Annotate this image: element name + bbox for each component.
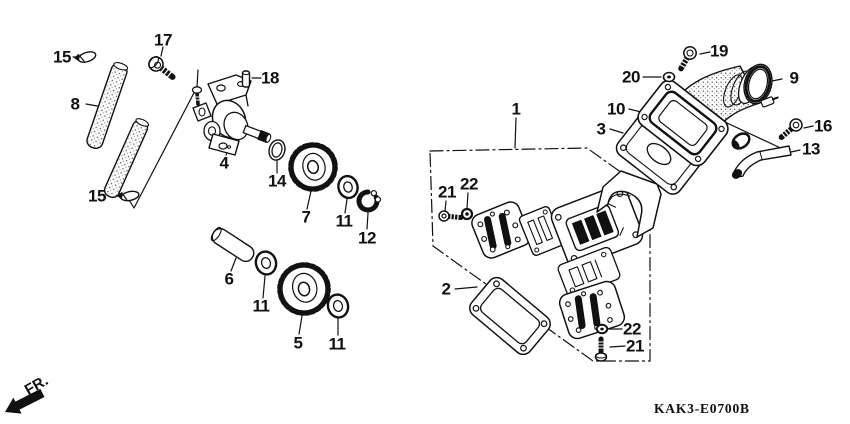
- o-ring: [268, 139, 286, 161]
- tube-clip-bolt: [778, 118, 803, 140]
- part-label-4: 4: [219, 153, 229, 173]
- oil-tube-clip-lower: [117, 190, 140, 202]
- part-label-3: 3: [596, 119, 606, 139]
- oil-pump: [191, 74, 272, 156]
- reed-stopper-block-right: [558, 280, 626, 340]
- diagram-code: KAK3-E0700B: [654, 401, 750, 416]
- reed-valve-gasket: [469, 276, 551, 356]
- part-label-10: 10: [607, 99, 625, 119]
- inlet-pipe-bolt: [678, 46, 697, 72]
- pump-mounting-bolt: [148, 55, 176, 80]
- part-label-14: 14: [268, 171, 286, 191]
- part-label-21-upper: 21: [438, 182, 456, 202]
- reed-valve-washer-upper: [460, 207, 474, 221]
- part-label-22-lower: 22: [623, 319, 641, 339]
- reed-valve-screw-upper: [438, 210, 464, 222]
- front-direction-arrow: [5, 388, 45, 414]
- part-label-6: 6: [224, 269, 234, 289]
- idle-gear-shaft: [210, 226, 255, 263]
- part-label-16: 16: [814, 116, 832, 136]
- part-label-2: 2: [441, 279, 451, 299]
- part-label-18: 18: [261, 68, 279, 88]
- reed-stopper-guide: [596, 170, 662, 238]
- part-label-12: 12: [358, 228, 376, 248]
- oil-tube: [86, 62, 150, 199]
- thrust-washer-a: [337, 174, 359, 200]
- part-label-17: 17: [154, 30, 172, 50]
- inlet-pipe-washer: [662, 71, 676, 83]
- reed-valve-screw-lower: [594, 336, 608, 362]
- tube-clamp: [743, 63, 779, 108]
- part-label-11-b: 11: [252, 296, 270, 316]
- part-label-15-lower: 15: [88, 186, 106, 206]
- pump-tube-assembly-line: [127, 69, 199, 209]
- part-label-20: 20: [622, 67, 640, 87]
- part-label-15-upper: 15: [53, 47, 71, 67]
- reed-stopper-block-left: [471, 201, 531, 259]
- part-label-11-a: 11: [335, 211, 353, 231]
- tube-clip: [731, 132, 792, 179]
- part-label-9: 9: [789, 68, 799, 88]
- idle-gear: [277, 262, 331, 316]
- part-label-19: 19: [710, 41, 728, 61]
- part-label-8: 8: [70, 94, 80, 114]
- part-label-11-c: 11: [328, 334, 346, 354]
- oil-tube-clip-upper: [74, 51, 97, 63]
- dowel-pin: [241, 70, 251, 88]
- thrust-washer-b: [254, 250, 278, 276]
- circlip: [356, 189, 382, 213]
- oil-pump-gear: [288, 142, 338, 192]
- part-label-21-lower: 21: [626, 336, 644, 356]
- thrust-washer-c: [326, 293, 350, 319]
- reed-valve-washer-lower: [595, 323, 609, 335]
- part-label-5: 5: [293, 333, 303, 353]
- part-label-1: 1: [511, 99, 521, 119]
- reed-valve-body: [550, 184, 644, 268]
- reed-valve-set-enclosure: [429, 147, 651, 362]
- part-label-22-upper: 22: [460, 174, 478, 194]
- part-label-13: 13: [802, 139, 820, 159]
- inlet-pipe: [637, 65, 763, 167]
- part-label-7: 7: [301, 207, 311, 227]
